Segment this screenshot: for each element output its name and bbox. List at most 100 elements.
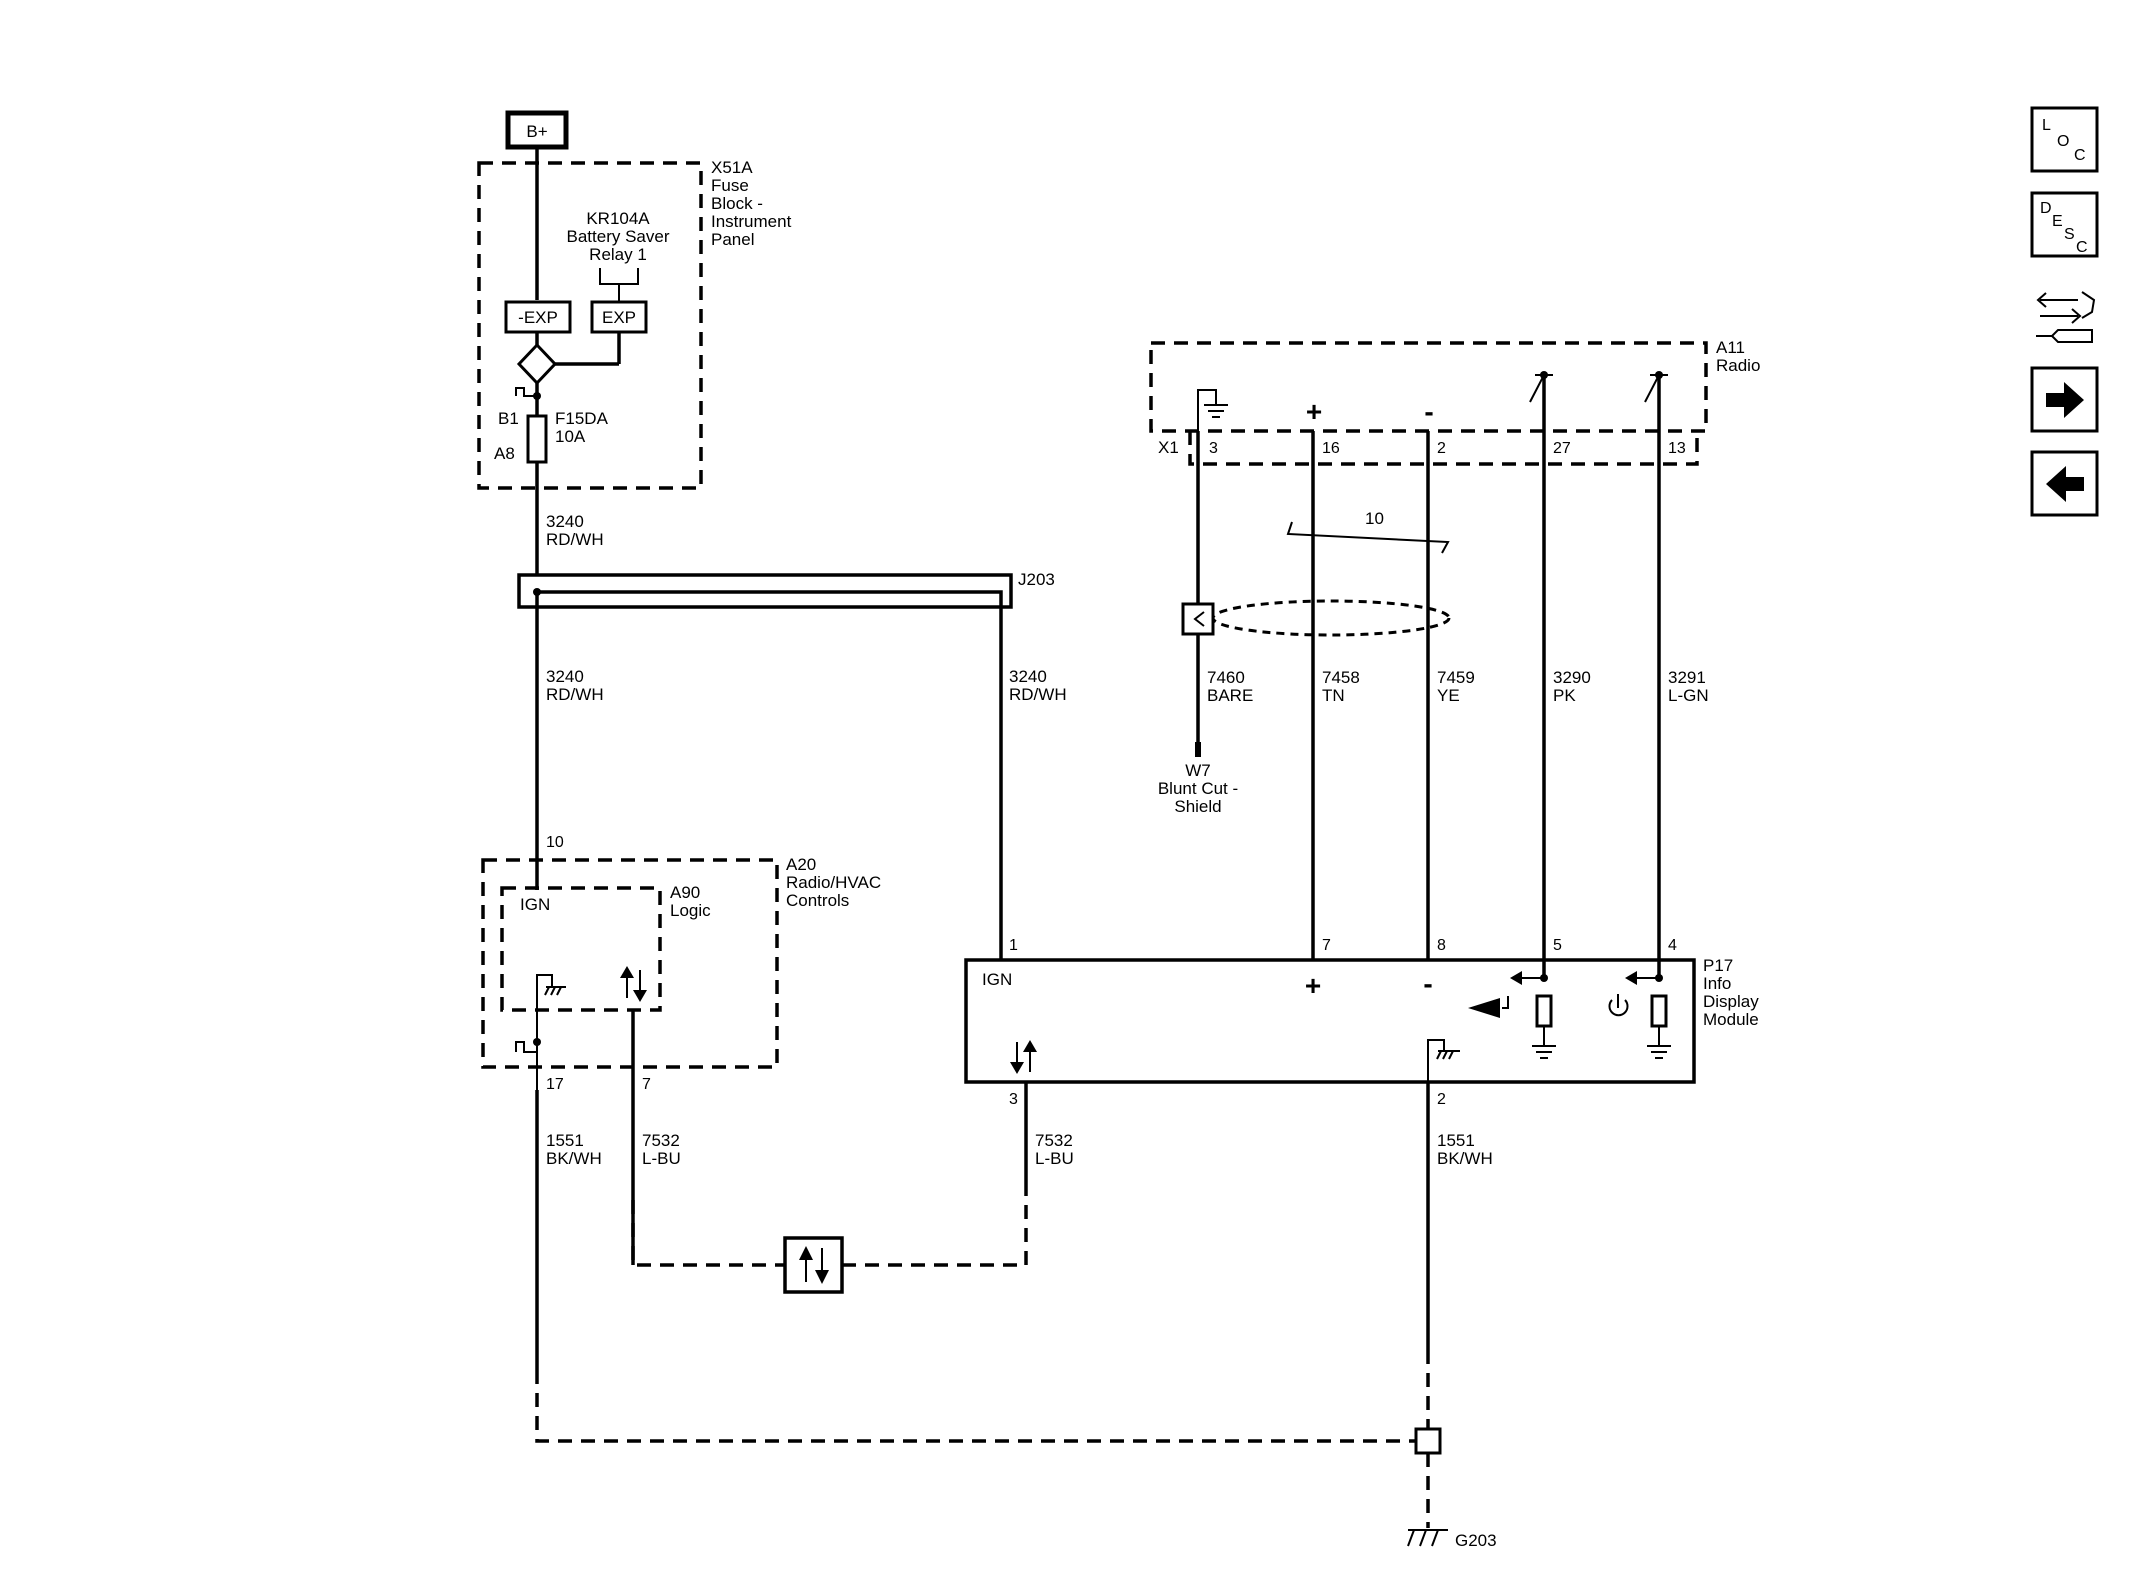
- twist-count: 10: [1365, 509, 1384, 528]
- shield-drain-icon: [1193, 611, 1205, 627]
- p17-plus-icon: +: [1305, 970, 1321, 1001]
- p17-label-1: Info: [1703, 974, 1731, 993]
- a90-data-arrows-icon: [620, 966, 647, 1002]
- x51a-label-3: Instrument: [711, 212, 792, 231]
- fuse-rating: 10A: [555, 427, 586, 446]
- x51a-label-2: Block -: [711, 194, 763, 213]
- wire-3240-top-color: RD/WH: [546, 530, 604, 549]
- relay-diamond: [516, 342, 558, 386]
- p17-module-box: [964, 958, 1696, 1084]
- wire-7459-circuit: 7459: [1437, 668, 1475, 687]
- radio-switch-27-icon: [1529, 374, 1553, 403]
- wire-7458-circuit: 7458: [1322, 668, 1360, 687]
- a20-pin-7: 7: [642, 1076, 651, 1093]
- a20-pin17-terminal: [515, 1041, 537, 1053]
- a20-controls-box: [481, 858, 779, 1069]
- w7-label-2: Shield: [1174, 797, 1221, 816]
- serial-data-icon: [783, 1236, 844, 1294]
- wire-3240-top-circuit: 3240: [546, 512, 584, 531]
- wire-1551-left-color: BK/WH: [546, 1149, 602, 1168]
- a20-label-2: Controls: [786, 891, 849, 910]
- serial-data-link-left: [631, 1200, 785, 1267]
- x51a-label-0: X51A: [711, 158, 753, 177]
- p17-pin-2: 2: [1437, 1091, 1446, 1108]
- desc-letter-e: E: [2052, 213, 2063, 230]
- fuse-pin-b1: B1: [498, 409, 519, 428]
- loc-letter-l: L: [2042, 117, 2051, 134]
- wire-1551-left-circuit: 1551: [546, 1131, 584, 1150]
- radio-minus-icon: -: [1424, 396, 1433, 427]
- kr104a-label-1: Battery Saver: [567, 227, 670, 246]
- p17-pin-1: 1: [1009, 937, 1018, 954]
- fuse-pin-a8: A8: [494, 444, 515, 463]
- loc-letter-o: O: [2057, 133, 2069, 150]
- radio-ground-lead: [1197, 389, 1217, 620]
- a11-pin-3: 3: [1209, 440, 1218, 457]
- plug-icon: [2081, 291, 2096, 319]
- radio-ground-icon: [1204, 404, 1228, 418]
- wire-7460-circuit: 7460: [1207, 668, 1245, 687]
- a90-logic-box: [500, 886, 662, 1012]
- a90-ground-lead: [536, 974, 553, 1090]
- p17-ign-label: IGN: [982, 970, 1012, 989]
- pin4-input-resistor: [1625, 971, 1671, 1059]
- x1-connector-box: [1188, 431, 1699, 466]
- radio-switch-13-icon: [1644, 374, 1668, 403]
- a11-pin-27: 27: [1553, 440, 1571, 457]
- battery-terminal: B+: [505, 110, 569, 150]
- wire-7532-right-circuit: 7532: [1035, 1131, 1073, 1150]
- relay-coil-symbol: [599, 268, 639, 302]
- wire-3240-left-color: RD/WH: [546, 685, 604, 704]
- a20-label-0: A20: [786, 855, 816, 874]
- a90-label-1: Logic: [670, 901, 711, 920]
- fuse-name: F15DA: [555, 409, 609, 428]
- a11-label-0: A11: [1716, 338, 1745, 357]
- ground-splice-box: [1414, 1427, 1442, 1455]
- exp-right-label: EXP: [602, 308, 636, 327]
- wire-3290-circuit: 3290: [1553, 668, 1591, 687]
- loc-button[interactable]: L O C: [2030, 106, 2099, 173]
- p17-pin-8: 8: [1437, 937, 1446, 954]
- wire-7532-left-circuit: 7532: [642, 1131, 680, 1150]
- b1-terminal-symbol: [515, 387, 537, 397]
- p17-minus-icon: -: [1423, 968, 1432, 999]
- a20-label-1: Radio/HVAC: [786, 873, 881, 892]
- loc-letter-c: C: [2074, 147, 2086, 164]
- pin5-input-resistor: [1510, 971, 1556, 1059]
- p17-label-0: P17: [1703, 956, 1733, 975]
- g203-ground-icon: [1407, 1529, 1448, 1547]
- desc-button[interactable]: D E S C: [2030, 191, 2099, 258]
- a20-pin-17: 17: [546, 1076, 564, 1093]
- p17-data-arrows-icon: [1010, 1040, 1037, 1074]
- serial-data-link-right: [842, 1190, 1028, 1267]
- desc-letter-s: S: [2064, 226, 2075, 243]
- shield-drain-box: [1181, 602, 1215, 636]
- p17-ground-lead: [1427, 1039, 1445, 1082]
- x1-label: X1: [1158, 438, 1179, 457]
- wire-3291-circuit: 3291: [1668, 668, 1706, 687]
- p17-pin-7: 7: [1322, 937, 1331, 954]
- p17-label-2: Display: [1703, 992, 1759, 1011]
- connector-tool-button[interactable]: [2029, 277, 2101, 349]
- p17-pin-4: 4: [1668, 937, 1677, 954]
- radio-plus-icon: +: [1306, 396, 1322, 427]
- p17-label-3: Module: [1703, 1010, 1759, 1029]
- w7-label-0: W7: [1185, 761, 1211, 780]
- battery-label: B+: [526, 122, 547, 141]
- p17-ground-icon: [1436, 1050, 1460, 1060]
- wire-3240-right-color: RD/WH: [1009, 685, 1067, 704]
- right-arrow-icon: [2046, 382, 2084, 418]
- a90-ground-icon: [544, 986, 566, 996]
- power-icon: [1608, 994, 1629, 1017]
- wire-3291-color: L-GN: [1668, 686, 1709, 705]
- wire-3240-left-circuit: 3240: [546, 667, 584, 686]
- wire-1551-right-color: BK/WH: [1437, 1149, 1493, 1168]
- j203-bus: [537, 590, 1003, 607]
- x51a-label-4: Panel: [711, 230, 754, 249]
- p17-pin-5: 5: [1553, 937, 1562, 954]
- j203-label: J203: [1018, 570, 1055, 589]
- previous-button[interactable]: [2030, 450, 2099, 517]
- next-button[interactable]: [2030, 366, 2099, 433]
- x51a-label-1: Fuse: [711, 176, 749, 195]
- ground-return-left: [535, 1370, 1418, 1443]
